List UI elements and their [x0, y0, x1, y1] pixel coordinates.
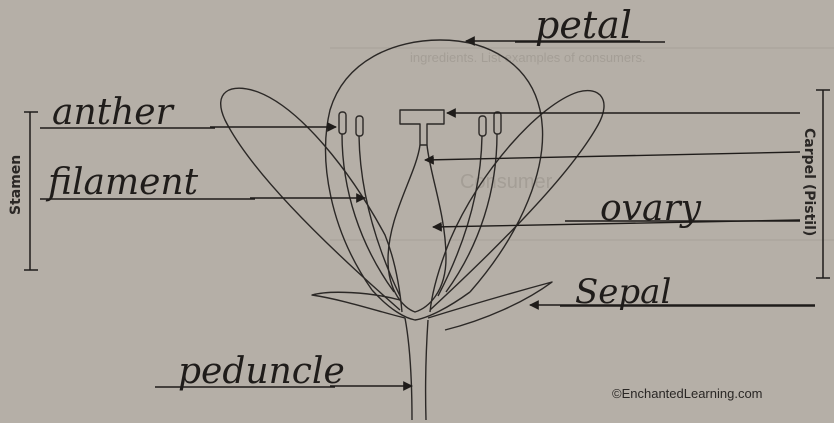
bleed-through-line1: Consumer: [460, 171, 553, 193]
ovary-label: ovary: [600, 188, 702, 229]
filament-label: filament: [45, 162, 199, 203]
anther-label: anther: [52, 92, 175, 133]
credit-text: ©EnchantedLearning.com: [612, 386, 763, 401]
petal-label: petal: [535, 3, 632, 47]
carpel-label: Carpel (Pistil): [801, 128, 817, 236]
peduncle-label: peduncle: [178, 351, 345, 392]
stamen-label: Stamen: [8, 155, 24, 215]
sepal-label: Sepal: [575, 272, 671, 312]
bleed-through-line2: ingredients. List examples of consumers.: [410, 50, 646, 65]
